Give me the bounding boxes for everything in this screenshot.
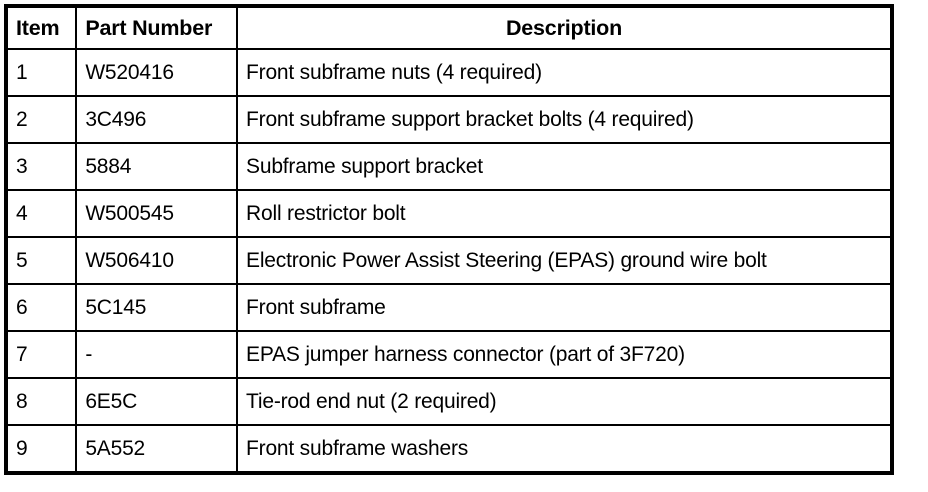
column-header-description: Description [236, 5, 893, 50]
cell-part-number: W500545 [75, 189, 239, 238]
table-row: 4 W500545 Roll restrictor bolt [4, 189, 893, 238]
cell-item: 3 [4, 142, 78, 191]
cell-description: Front subframe support bracket bolts (4 … [236, 95, 893, 144]
cell-description: Roll restrictor bolt [236, 189, 893, 238]
parts-table: Item Part Number Description 1 W520416 F… [4, 4, 894, 475]
column-header-item: Item [4, 5, 78, 50]
cell-part-number: 6E5C [75, 377, 239, 426]
table-row: 9 5A552 Front subframe washers [4, 424, 893, 474]
cell-part-number: W520416 [75, 48, 239, 97]
cell-description: EPAS jumper harness connector (part of 3… [236, 330, 893, 379]
cell-description: Front subframe nuts (4 required) [236, 48, 893, 97]
cell-part-number: 5A552 [75, 424, 239, 474]
cell-item: 2 [4, 95, 78, 144]
table-row: 2 3C496 Front subframe support bracket b… [4, 95, 893, 144]
table-header: Item Part Number Description [4, 5, 893, 50]
cell-part-number: 5C145 [75, 283, 239, 332]
table-body: 1 W520416 Front subframe nuts (4 require… [4, 48, 893, 474]
column-header-part-number: Part Number [75, 5, 239, 50]
cell-description: Front subframe washers [236, 424, 893, 474]
header-row: Item Part Number Description [4, 5, 893, 50]
cell-description: Front subframe [236, 283, 893, 332]
cell-item: 9 [4, 424, 78, 474]
table-row: 7 - EPAS jumper harness connector (part … [4, 330, 893, 379]
cell-part-number: W506410 [75, 236, 239, 285]
cell-item: 8 [4, 377, 78, 426]
cell-item: 1 [4, 48, 78, 97]
table-row: 6 5C145 Front subframe [4, 283, 893, 332]
table-row: 3 5884 Subframe support bracket [4, 142, 893, 191]
cell-part-number: - [75, 330, 239, 379]
table-row: 1 W520416 Front subframe nuts (4 require… [4, 48, 893, 97]
cell-item: 7 [4, 330, 78, 379]
table-row: 8 6E5C Tie-rod end nut (2 required) [4, 377, 893, 426]
cell-part-number: 3C496 [75, 95, 239, 144]
cell-item: 5 [4, 236, 78, 285]
cell-part-number: 5884 [75, 142, 239, 191]
cell-item: 4 [4, 189, 78, 238]
cell-description: Tie-rod end nut (2 required) [236, 377, 893, 426]
cell-description: Electronic Power Assist Steering (EPAS) … [236, 236, 893, 285]
cell-item: 6 [4, 283, 78, 332]
table-row: 5 W506410 Electronic Power Assist Steeri… [4, 236, 893, 285]
cell-description: Subframe support bracket [236, 142, 893, 191]
